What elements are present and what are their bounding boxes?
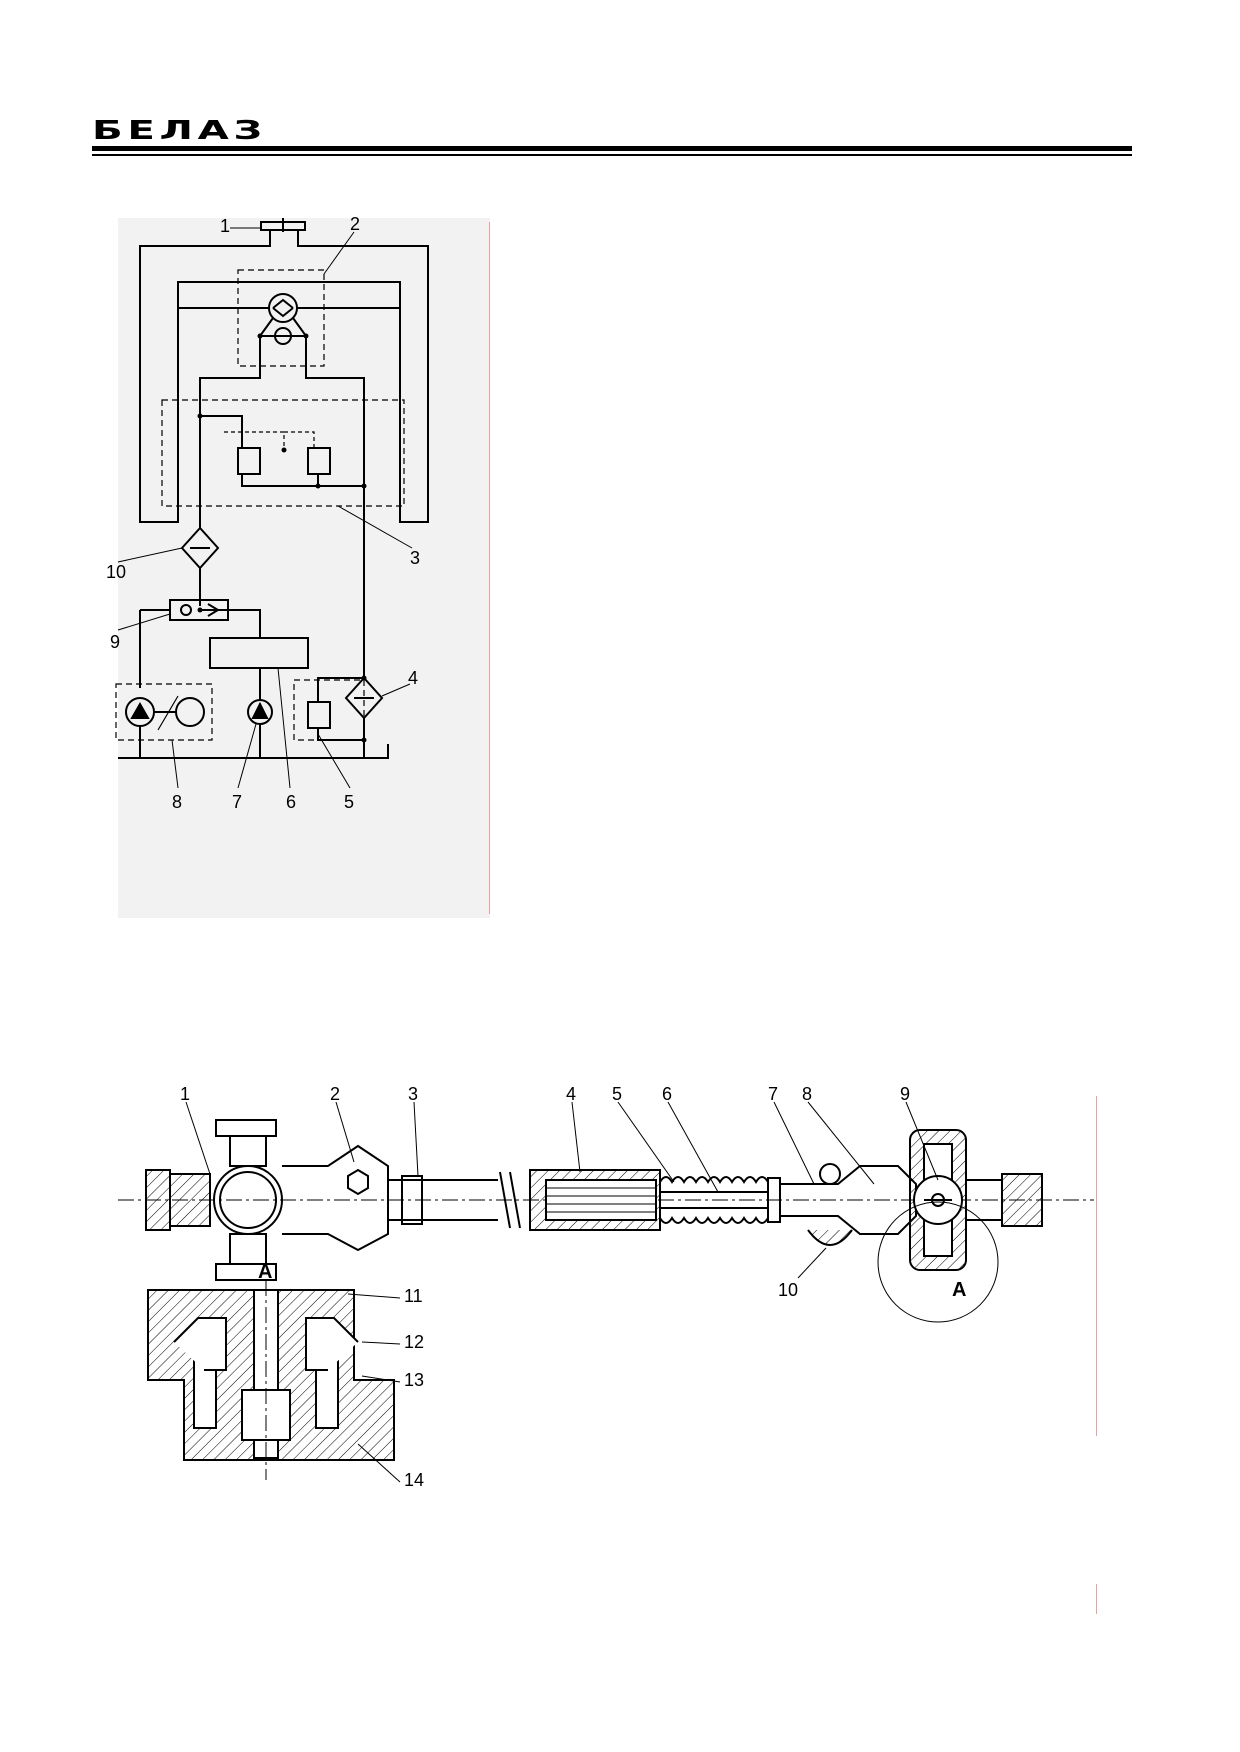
fig1-label-1: 1 — [220, 216, 230, 236]
fig2-detail-marker-a: A — [258, 1261, 272, 1283]
fig2-label-4: 4 — [566, 1084, 576, 1104]
fig2-label-7: 7 — [768, 1084, 778, 1104]
belaz-logo: БЕЛАЗ — [92, 116, 267, 146]
fig2-label-10: 10 — [778, 1280, 798, 1300]
fig1-label-3: 3 — [410, 548, 420, 568]
fig2-section-marker-a: A — [952, 1279, 966, 1301]
fig2-separator — [1096, 1096, 1097, 1436]
fig2-label-8: 8 — [802, 1084, 812, 1104]
fig2-label-13: 13 — [404, 1370, 424, 1390]
fig1-label-5: 5 — [344, 792, 354, 812]
fig1-label-2: 2 — [350, 214, 360, 234]
steering-shaft-drawing: 1 2 3 4 5 6 7 8 9 10 A A 11 12 13 14 — [118, 1084, 1094, 1490]
fig2-label-2: 2 — [330, 1084, 340, 1104]
fig2-label-5: 5 — [612, 1084, 622, 1104]
fig2-label-11: 11 — [404, 1286, 423, 1306]
fig2-label-1: 1 — [180, 1084, 190, 1104]
fig1-label-9: 9 — [110, 632, 120, 652]
fig1-label-8: 8 — [172, 792, 182, 812]
fig1-label-7: 7 — [232, 792, 242, 812]
fig1-separator — [489, 222, 490, 914]
hydraulic-schematic: 1 2 3 4 5 6 7 8 9 10 — [106, 214, 490, 918]
fig1-label-10: 10 — [106, 562, 126, 582]
fig2-label-3: 3 — [408, 1084, 418, 1104]
fig2-separator-lower — [1096, 1584, 1097, 1614]
fig2-label-12: 12 — [404, 1332, 424, 1352]
fig2-label-6: 6 — [662, 1084, 672, 1104]
fig2-label-14: 14 — [404, 1470, 424, 1490]
fig1-label-4: 4 — [408, 668, 418, 688]
header-rule-thin — [92, 154, 1132, 156]
fig2-label-9: 9 — [900, 1084, 910, 1104]
fig1-label-6: 6 — [286, 792, 296, 812]
header-rule-thick — [92, 146, 1132, 151]
